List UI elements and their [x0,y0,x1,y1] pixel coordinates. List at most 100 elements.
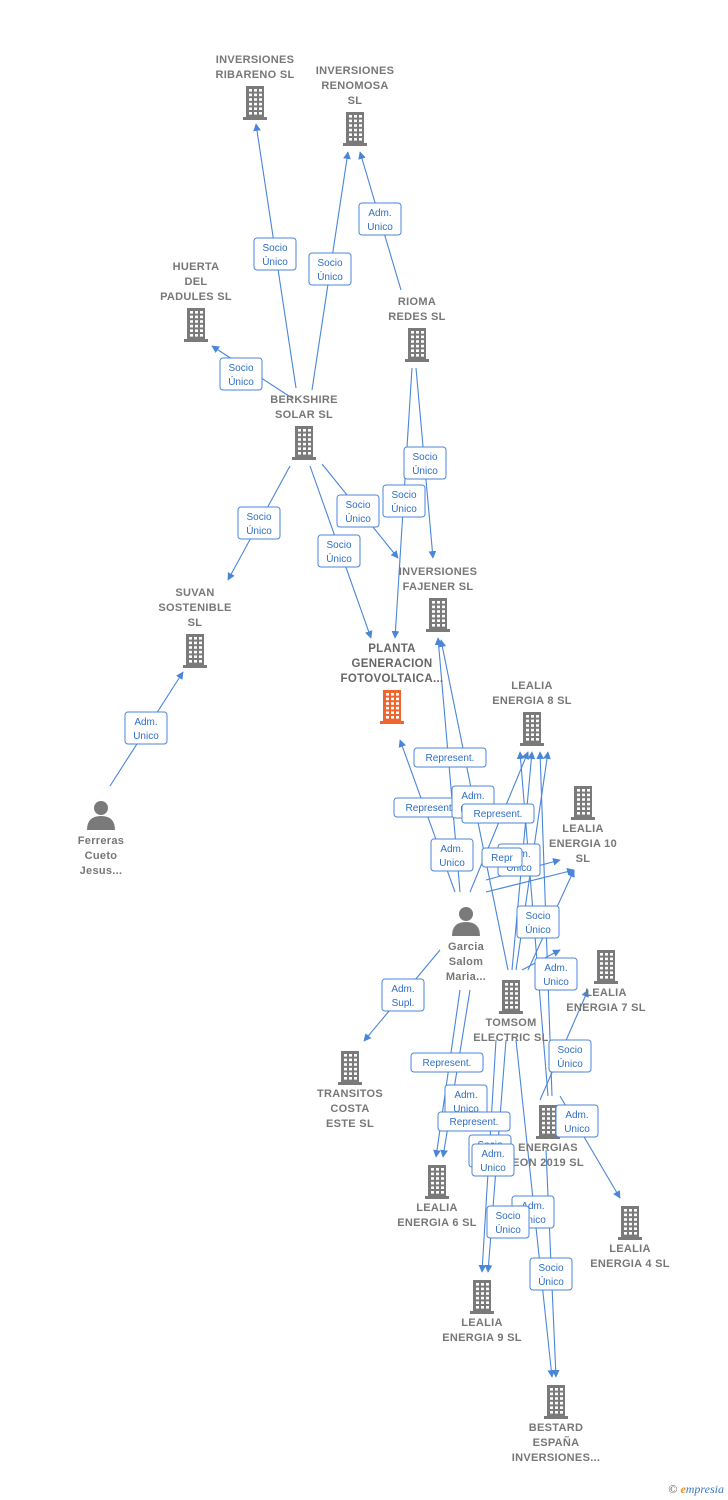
node-bestard[interactable]: BESTARDESPAÑAINVERSIONES... [512,1385,601,1464]
node-label: SUVAN [175,587,214,599]
relation-badge-label: Unico [564,1124,590,1135]
relation-badge-label: Adm. [134,717,157,728]
relation-badge[interactable]: Repr [481,847,523,868]
relation-badge[interactable]: Represent. [461,803,535,824]
node-planta[interactable]: PLANTAGENERACIONFOTOVOLTAICA... [341,643,444,724]
relation-badge-label: Represent. [474,809,523,820]
relation-badge[interactable]: Adm. Unico [430,838,474,872]
relation-badge[interactable]: Adm.Unico [471,1143,515,1177]
node-ferreras[interactable]: FerrerasCuetoJesus... [78,801,124,877]
relation-badge-label: Represent. [423,1058,472,1069]
node-label: ENERGIA 7 SL [566,1002,646,1014]
relation-badge-box [516,905,560,939]
node-label: Maria... [446,971,486,983]
brand-watermark: © empresia [668,1482,724,1497]
building-icon [184,308,208,342]
relation-badge-box [308,252,352,286]
node-garcia[interactable]: GarciaSalomMaria... [446,907,486,983]
relation-badge-box [529,1257,573,1291]
node-label: Cueto [85,850,118,862]
relation-badge-box [481,847,523,868]
relation-badge[interactable]: Represent. [413,747,487,768]
node-label: INVERSIONES [399,566,478,578]
node-label: SL [188,617,203,629]
relation-badge-box [237,506,281,540]
node-label: LEALIA [609,1243,651,1255]
relation-badge-label: Socio [525,911,550,922]
relation-badge-label: Único [228,375,254,388]
relation-badge-label: Socio [326,540,351,551]
relation-badge-label: Único [262,255,288,268]
relation-badge-label: Unico [543,977,569,988]
relation-badge-box [471,1143,515,1177]
node-label: RENOMOSA [321,80,388,92]
node-label: Ferreras [78,835,124,847]
building-icon [571,786,595,820]
node-label: ENERGIA 9 SL [442,1332,522,1344]
node-label: INVERSIONES... [512,1452,601,1464]
relation-badge-label: Supl. [392,998,415,1009]
node-label: ENERGIAS [518,1142,578,1154]
node-label: RIOMA [398,296,436,308]
relation-badge[interactable]: Represent. [410,1052,484,1073]
relation-badge-label: Socio [228,363,253,374]
relation-badge-label: Adm. [368,208,391,219]
relation-badge-label: Represent. [406,803,455,814]
relation-badge-label: Adm. [440,844,463,855]
node-label: RIBARENO SL [215,69,294,81]
relation-badge-box [413,747,487,768]
relation-badge[interactable]: Adm.Unico [555,1104,599,1138]
relation-badge-label: Unico [439,858,465,869]
relation-badge-label: Unico [453,1104,479,1115]
relation-badge-box [534,957,578,991]
building-icon [594,950,618,984]
person-icon [87,801,115,830]
relation-badge[interactable]: Adm.Unico [124,711,168,745]
relation-badge-box [410,1052,484,1073]
relation-badge-label: Único [326,552,352,565]
node-label: LEALIA [461,1317,503,1329]
node-label: ENERGIA 8 SL [492,695,572,707]
building-icon [405,328,429,362]
relation-badge[interactable]: Adm.Supl. [381,978,425,1012]
relation-badge[interactable]: Represent. [437,1111,511,1132]
node-label: INVERSIONES [316,65,395,77]
relation-badge[interactable]: Adm.Unico [534,957,578,991]
node-lealia9[interactable]: LEALIA ENERGIA 9 SL [442,1280,522,1344]
copyright-symbol: © [668,1482,678,1496]
relation-badge-box [430,838,474,872]
relation-badge[interactable]: Adm.Unico [358,202,402,236]
relation-badge-label: Único [391,502,417,515]
node-label: LEALIA [416,1202,458,1214]
relation-badge-label: Socio [557,1045,582,1056]
